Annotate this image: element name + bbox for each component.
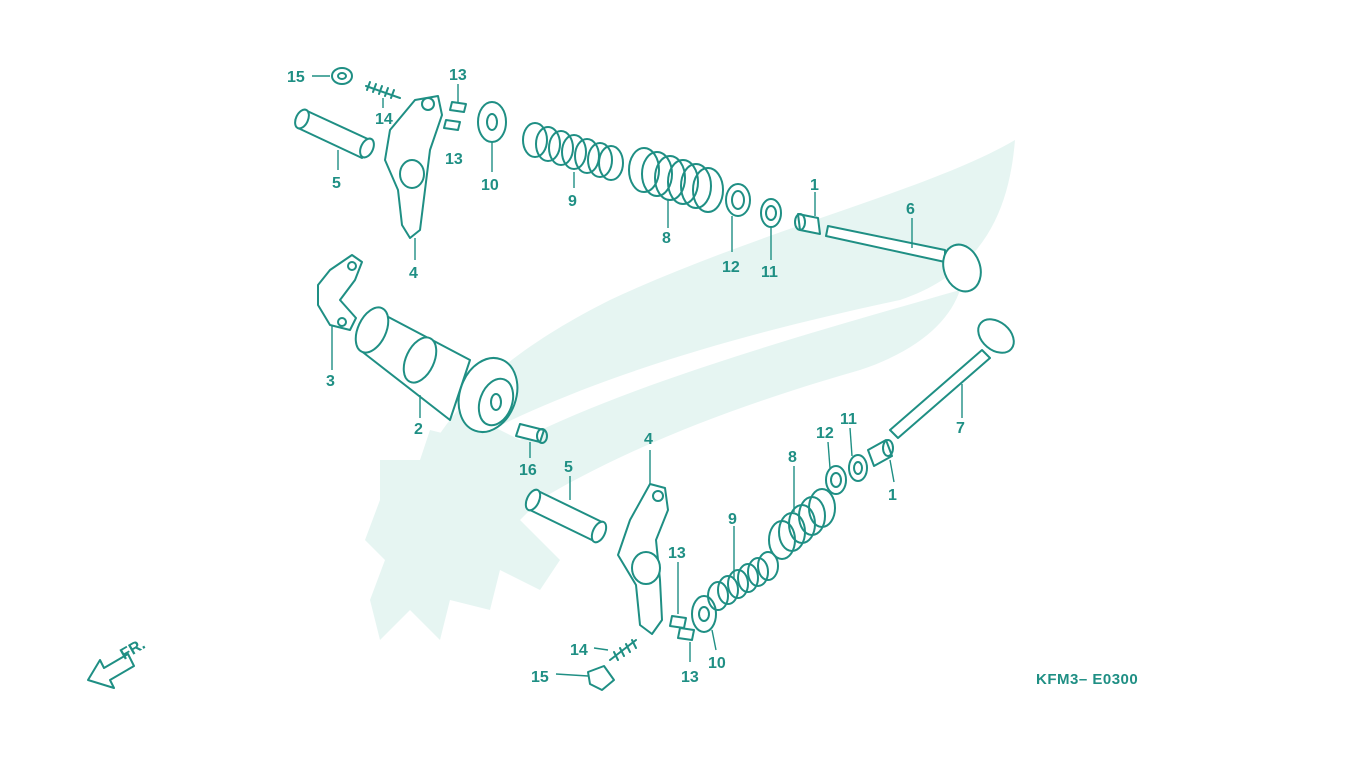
part-10-washer-bottom bbox=[691, 595, 717, 651]
diagram-code: KFM3– E0300 bbox=[1036, 671, 1138, 688]
part-12-seat-top bbox=[725, 183, 751, 252]
part-13-clip-top bbox=[443, 84, 467, 131]
label-5-top: 5 bbox=[332, 175, 341, 192]
part-6-valve-top bbox=[825, 218, 982, 293]
label-10-top: 10 bbox=[481, 177, 499, 194]
part-11-ring-bottom bbox=[848, 427, 868, 482]
label-13-bottom-b: 13 bbox=[681, 669, 699, 686]
label-8-bottom: 8 bbox=[788, 449, 797, 466]
part-9-inner-spring-top bbox=[522, 122, 624, 188]
label-16: 16 bbox=[519, 462, 537, 479]
part-11-ring-top bbox=[760, 198, 782, 260]
label-1-top: 1 bbox=[810, 177, 819, 194]
wing-watermark bbox=[365, 140, 1015, 640]
part-12-seat-bottom bbox=[825, 441, 847, 495]
part-8-outer-spring-top bbox=[628, 147, 724, 228]
label-12-bottom: 12 bbox=[816, 425, 834, 442]
part-13-clip-bottom bbox=[669, 562, 695, 662]
part-7-valve-bottom bbox=[889, 318, 1015, 439]
label-6: 6 bbox=[906, 201, 915, 218]
label-2: 2 bbox=[414, 421, 423, 438]
part-8-outer-spring-bottom bbox=[768, 466, 836, 560]
part-2-camshaft bbox=[354, 306, 519, 433]
label-12-top: 12 bbox=[722, 259, 740, 276]
label-4-bottom: 4 bbox=[644, 431, 653, 448]
label-15-bottom: 15 bbox=[531, 669, 549, 686]
label-9-bottom: 9 bbox=[728, 511, 737, 528]
label-1-bottom: 1 bbox=[888, 487, 897, 504]
front-arrow-icon bbox=[87, 653, 135, 689]
callout-labels: 15 14 5 4 13 13 10 9 8 12 11 1 6 3 2 16 … bbox=[118, 67, 1138, 688]
part-14-screw-top bbox=[365, 81, 401, 108]
part-1-seal-top bbox=[794, 192, 821, 235]
part-1-seal-bottom bbox=[867, 439, 895, 483]
part-4-rocker-arm-top bbox=[384, 95, 443, 260]
part-9-inner-spring-bottom bbox=[707, 526, 779, 611]
part-3-holder bbox=[317, 254, 363, 370]
part-15-nut-top bbox=[312, 67, 353, 85]
part-5-shaft-top bbox=[294, 108, 375, 170]
label-11-bottom: 11 bbox=[840, 411, 857, 428]
part-15-nut-bottom bbox=[555, 665, 615, 691]
label-13-top-b: 13 bbox=[445, 151, 463, 168]
label-15-top: 15 bbox=[287, 69, 305, 86]
part-16-dowel bbox=[515, 423, 548, 458]
label-10-bottom: 10 bbox=[708, 655, 726, 672]
label-8-top: 8 bbox=[662, 230, 671, 247]
label-11-top: 11 bbox=[761, 264, 778, 281]
label-9-top: 9 bbox=[568, 193, 577, 210]
part-5-shaft-bottom bbox=[524, 476, 608, 544]
part-14-screw-bottom bbox=[593, 639, 637, 661]
label-14-bottom: 14 bbox=[570, 642, 588, 659]
label-4-top: 4 bbox=[409, 265, 418, 282]
label-5-bottom: 5 bbox=[564, 459, 573, 476]
label-13-top-a: 13 bbox=[449, 67, 467, 84]
part-4-rocker-arm-bottom bbox=[617, 450, 669, 635]
label-7: 7 bbox=[956, 420, 965, 437]
part-10-washer-top bbox=[477, 101, 507, 172]
label-14-top: 14 bbox=[375, 111, 393, 128]
label-13-bottom-a: 13 bbox=[668, 545, 686, 562]
label-3: 3 bbox=[326, 373, 335, 390]
